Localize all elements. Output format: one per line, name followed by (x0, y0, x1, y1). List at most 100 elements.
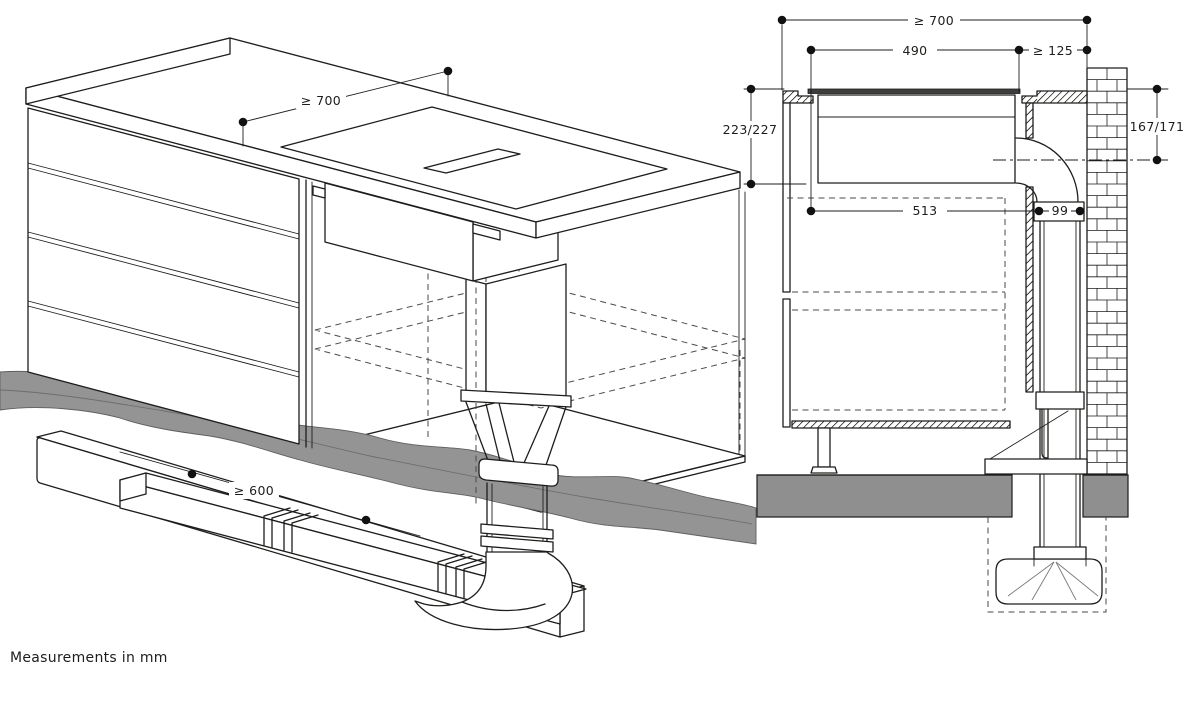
hatch-line (1070, 90, 1084, 104)
floor-slab-right (1082, 474, 1129, 518)
hatch-line (1025, 116, 1034, 125)
dim-dot (238, 117, 248, 127)
hatch-line (823, 420, 832, 429)
air-intake-slot (423, 148, 521, 174)
cabinet-front-panel (782, 102, 791, 428)
hatch-line (788, 93, 799, 104)
dim-label-worktop-width-min-section: ≥ 700 (914, 13, 954, 28)
dim-dot (1152, 84, 1162, 94)
silencer-box (995, 558, 1103, 605)
dim-label-niche-depth: 513 (912, 203, 937, 218)
hatch-line (956, 420, 965, 429)
dim-dot (746, 84, 756, 94)
dim-dot (1082, 45, 1092, 55)
dim-label-worktop-width-min-iso: ≥ 700 (301, 93, 341, 108)
flat-duct-horizontal (119, 472, 587, 625)
hatch-line (1025, 256, 1034, 265)
dim-dot (806, 206, 816, 216)
cabinet-leg (817, 427, 831, 468)
hatch-line (1025, 312, 1034, 321)
section-view: ≥ 700 490 ≥ 125 223/227 (722, 12, 1185, 613)
dim-dot (187, 469, 197, 479)
hatch-line (1021, 95, 1027, 101)
cabinet-foot (810, 466, 838, 474)
hatch-line (970, 420, 979, 429)
hatch-line (963, 420, 972, 429)
dim-dot (806, 45, 816, 55)
hatch-line (865, 420, 874, 429)
duct-elbow-section (1015, 137, 1079, 203)
dim-dot (1082, 15, 1092, 25)
hatch-line (1084, 100, 1088, 104)
hatch-line (858, 420, 867, 429)
hatch-line (795, 420, 804, 429)
hatch-line (1025, 344, 1034, 353)
duct-elbow (414, 551, 574, 631)
isometric-view: ≥ 700 ≥ 600 (0, 37, 757, 638)
hatch-line (1036, 90, 1042, 96)
hatch-line (1025, 216, 1034, 225)
hatch-line (907, 420, 916, 429)
dim-dot (1075, 206, 1085, 216)
hatch-line (1025, 384, 1034, 393)
dim-dot (1014, 45, 1024, 55)
dim-dot (443, 66, 453, 76)
dim-cutout-width: 490 ≥ 125 (806, 42, 1092, 212)
hatch-line (1025, 272, 1034, 281)
floor-connector (478, 458, 559, 487)
hatch-line (1025, 200, 1034, 209)
niche-dashed-outline-section (787, 197, 1007, 411)
hatch-line (1025, 208, 1034, 217)
hatch-line (893, 420, 902, 429)
hatch-line (830, 420, 839, 429)
hatch-line (1049, 90, 1063, 104)
duct-coupling (1035, 391, 1085, 410)
hatch-line (1042, 90, 1056, 104)
dim-worktop-width-min-iso: ≥ 700 (238, 66, 453, 147)
hatch-line (801, 95, 810, 104)
hatch-line (1027, 132, 1034, 139)
dim-outlet-drop: 167/171 (1126, 84, 1185, 165)
hatch-line (921, 420, 930, 429)
hatch-line (802, 420, 811, 429)
hatch-line (935, 420, 944, 429)
hatch-line (949, 420, 958, 429)
hatch-line (1025, 264, 1034, 273)
footnote: Measurements in mm (10, 650, 168, 666)
floor-cutout-dashed (987, 517, 1107, 613)
cabinet-partition (305, 179, 501, 449)
cabinet-end-panel (738, 189, 746, 458)
duct-collar (460, 389, 572, 408)
hatch-line (942, 420, 951, 429)
cabinet-rear-panel (1025, 102, 1034, 393)
dim-label-side-clearance-min: ≥ 125 (1033, 43, 1073, 58)
dim-dot (361, 515, 371, 525)
dim-height-below-worktop: 223/227 (722, 84, 807, 189)
hatch-line (1025, 248, 1034, 257)
hatch-line (879, 420, 888, 429)
hatch-line (1025, 328, 1034, 337)
drawer-gap-line (27, 162, 300, 378)
hatch-line (816, 420, 825, 429)
appliance-body-section (817, 94, 1016, 184)
hatch-line (914, 420, 923, 429)
hatch-line (928, 420, 937, 429)
hatch-line (1025, 368, 1034, 377)
hatch-line (1063, 90, 1077, 104)
hatch-line (1025, 224, 1034, 233)
hatch-line (886, 420, 895, 429)
dim-label-duct-run-min: ≥ 600 (234, 483, 274, 498)
hatch-line (1025, 336, 1034, 345)
duct-vertical-section (1033, 220, 1087, 560)
dim-dot (746, 179, 756, 189)
hatch-line (1025, 95, 1034, 104)
hatch-line (809, 420, 818, 429)
cooktop-glass (807, 88, 1021, 94)
floor-slab-left (756, 474, 1013, 518)
dim-label-duct-depth: 99 (1052, 203, 1069, 218)
hatch-line (1025, 352, 1034, 361)
hatch-line (1025, 296, 1034, 305)
cooktop (280, 106, 668, 210)
